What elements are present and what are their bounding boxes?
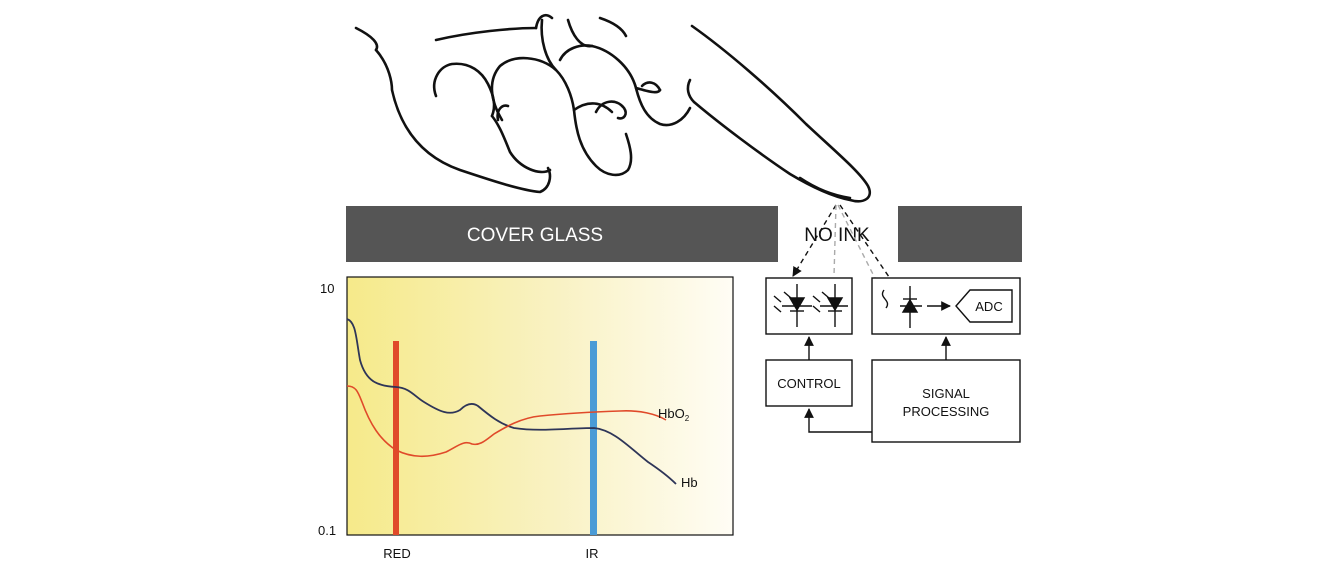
- hbo2-legend-label: HbO2: [658, 406, 690, 423]
- light-path-led1: [792, 204, 837, 277]
- light-path-led2: [833, 204, 837, 277]
- hbo2-curve: [346, 385, 667, 458]
- red-marker-label: RED: [383, 546, 410, 561]
- hand-icon: [354, 14, 871, 203]
- y-tick-label-top: 10: [320, 281, 334, 296]
- absorption-chart: 10 0.1 RED IR HbO2 Hb: [318, 276, 734, 561]
- led-diode-icon: [773, 284, 812, 327]
- signal-chain: ADC CONTROL SIGNAL PROCESSING: [765, 277, 1021, 443]
- cover-glass-label: COVER GLASS: [467, 225, 603, 246]
- y-tick-label-bottom: 0.1: [318, 523, 336, 538]
- cover-glass-right: [898, 206, 1022, 262]
- chart-plot-area: [346, 276, 734, 536]
- cover-glass: COVER GLASS NO INK: [346, 206, 1022, 262]
- photodiode-icon: [881, 286, 922, 328]
- hb-curve: [346, 318, 677, 485]
- control-block: [765, 359, 853, 407]
- adc-label: ADC: [975, 299, 1002, 314]
- red-marker-bar: [393, 341, 399, 535]
- hb-legend-label: Hb: [681, 475, 698, 490]
- adc-shape: [955, 289, 1013, 323]
- control-label: CONTROL: [777, 376, 841, 391]
- ir-marker-label: IR: [586, 546, 599, 561]
- ir-marker-bar: [590, 341, 597, 535]
- signal-processing-label-line2: PROCESSING: [903, 404, 990, 419]
- processing-to-control-arrow: [804, 408, 872, 433]
- signal-processing-label-line1: SIGNAL: [922, 386, 970, 401]
- signal-processing-block: [871, 359, 1021, 443]
- cover-glass-left: [346, 206, 778, 262]
- led-diode-icon: [812, 284, 848, 327]
